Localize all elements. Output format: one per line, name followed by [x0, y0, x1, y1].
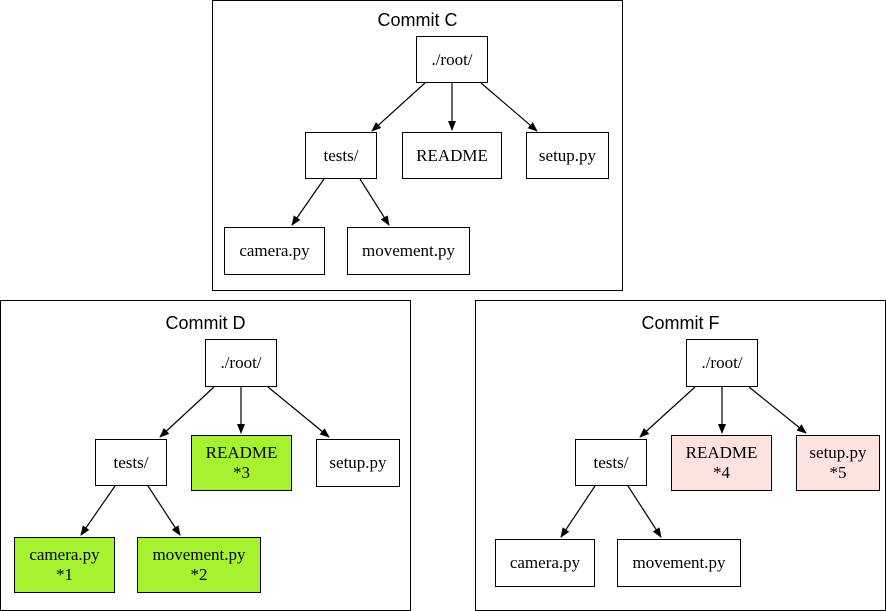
commit-title: Commit F — [641, 313, 720, 333]
change-marker: *3 — [233, 463, 250, 482]
camera-node: camera.py — [224, 227, 325, 275]
change-marker: *5 — [829, 463, 847, 482]
node-label: camera.py — [509, 553, 581, 572]
change-marker: *1 — [56, 565, 73, 584]
node-label: ./root/ — [220, 353, 262, 372]
node-label: README — [205, 443, 278, 462]
camera-node: camera.py *1 — [14, 537, 115, 593]
root-node: ./root/ — [416, 36, 488, 83]
movement-node: movement.py *2 — [137, 537, 261, 593]
node-label: movement.py — [152, 545, 246, 564]
readme-node: README *3 — [191, 435, 292, 491]
node-label: tests/ — [593, 452, 629, 472]
root-node: ./root/ — [205, 339, 277, 387]
node-label: ./root/ — [701, 353, 743, 372]
node-label: setup.py — [329, 453, 387, 472]
setup-node: setup.py *5 — [796, 435, 880, 491]
tests-node: tests/ — [305, 132, 377, 179]
node-label: README — [685, 443, 758, 462]
movement-node: movement.py — [347, 227, 470, 275]
movement-node: movement.py — [617, 539, 741, 587]
node-label: movement.py — [632, 553, 726, 572]
commit-title: Commit D — [165, 313, 246, 333]
tests-node: tests/ — [95, 439, 167, 486]
readme-node: README — [402, 132, 502, 179]
root-node: ./root/ — [686, 339, 758, 387]
node-label: camera.py — [29, 545, 100, 564]
change-marker: *2 — [190, 565, 208, 584]
setup-node: setup.py — [316, 439, 400, 487]
node-label: README — [416, 145, 488, 165]
node-label: ./root/ — [431, 49, 473, 69]
tests-node: tests/ — [575, 439, 647, 486]
node-label: movement.py — [361, 241, 455, 260]
readme-node: README *4 — [671, 435, 772, 491]
change-marker: *4 — [713, 463, 730, 482]
node-label: camera.py — [239, 241, 310, 260]
commit-title: Commit C — [377, 10, 458, 30]
node-label: tests/ — [113, 452, 149, 472]
camera-node: camera.py — [495, 539, 595, 587]
node-label: setup.py — [809, 443, 867, 462]
node-label: setup.py — [538, 145, 597, 165]
node-label: tests/ — [323, 145, 359, 165]
setup-node: setup.py — [526, 132, 609, 179]
